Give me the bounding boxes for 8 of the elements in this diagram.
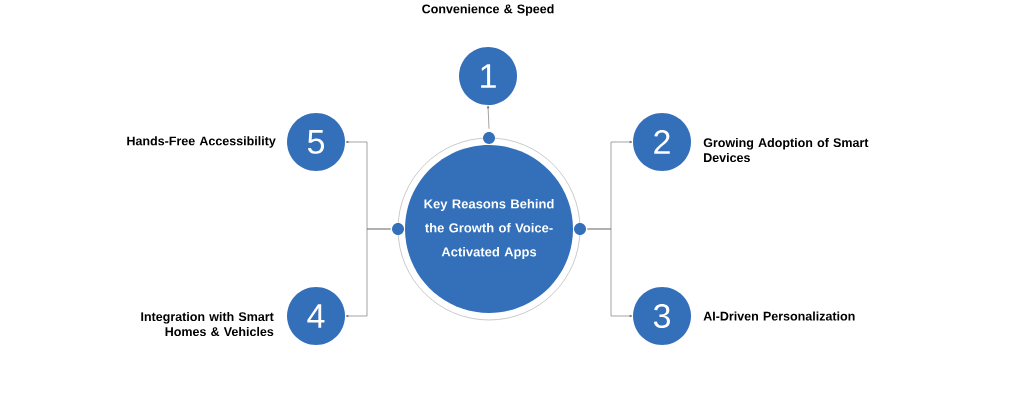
reason-label: Convenience & Speed (422, 4, 554, 16)
reason-label: Hands-Free Accessibility (127, 136, 276, 148)
reason-label: AI-Driven Personalization (703, 311, 855, 321)
reason-label: Growing Adoption of Smart Devices (703, 137, 869, 163)
reason-label: Integration with Smart Homes & Vehicles (141, 311, 274, 337)
arrow (345, 228, 391, 318)
arrow (487, 105, 490, 129)
arrow (587, 228, 633, 318)
